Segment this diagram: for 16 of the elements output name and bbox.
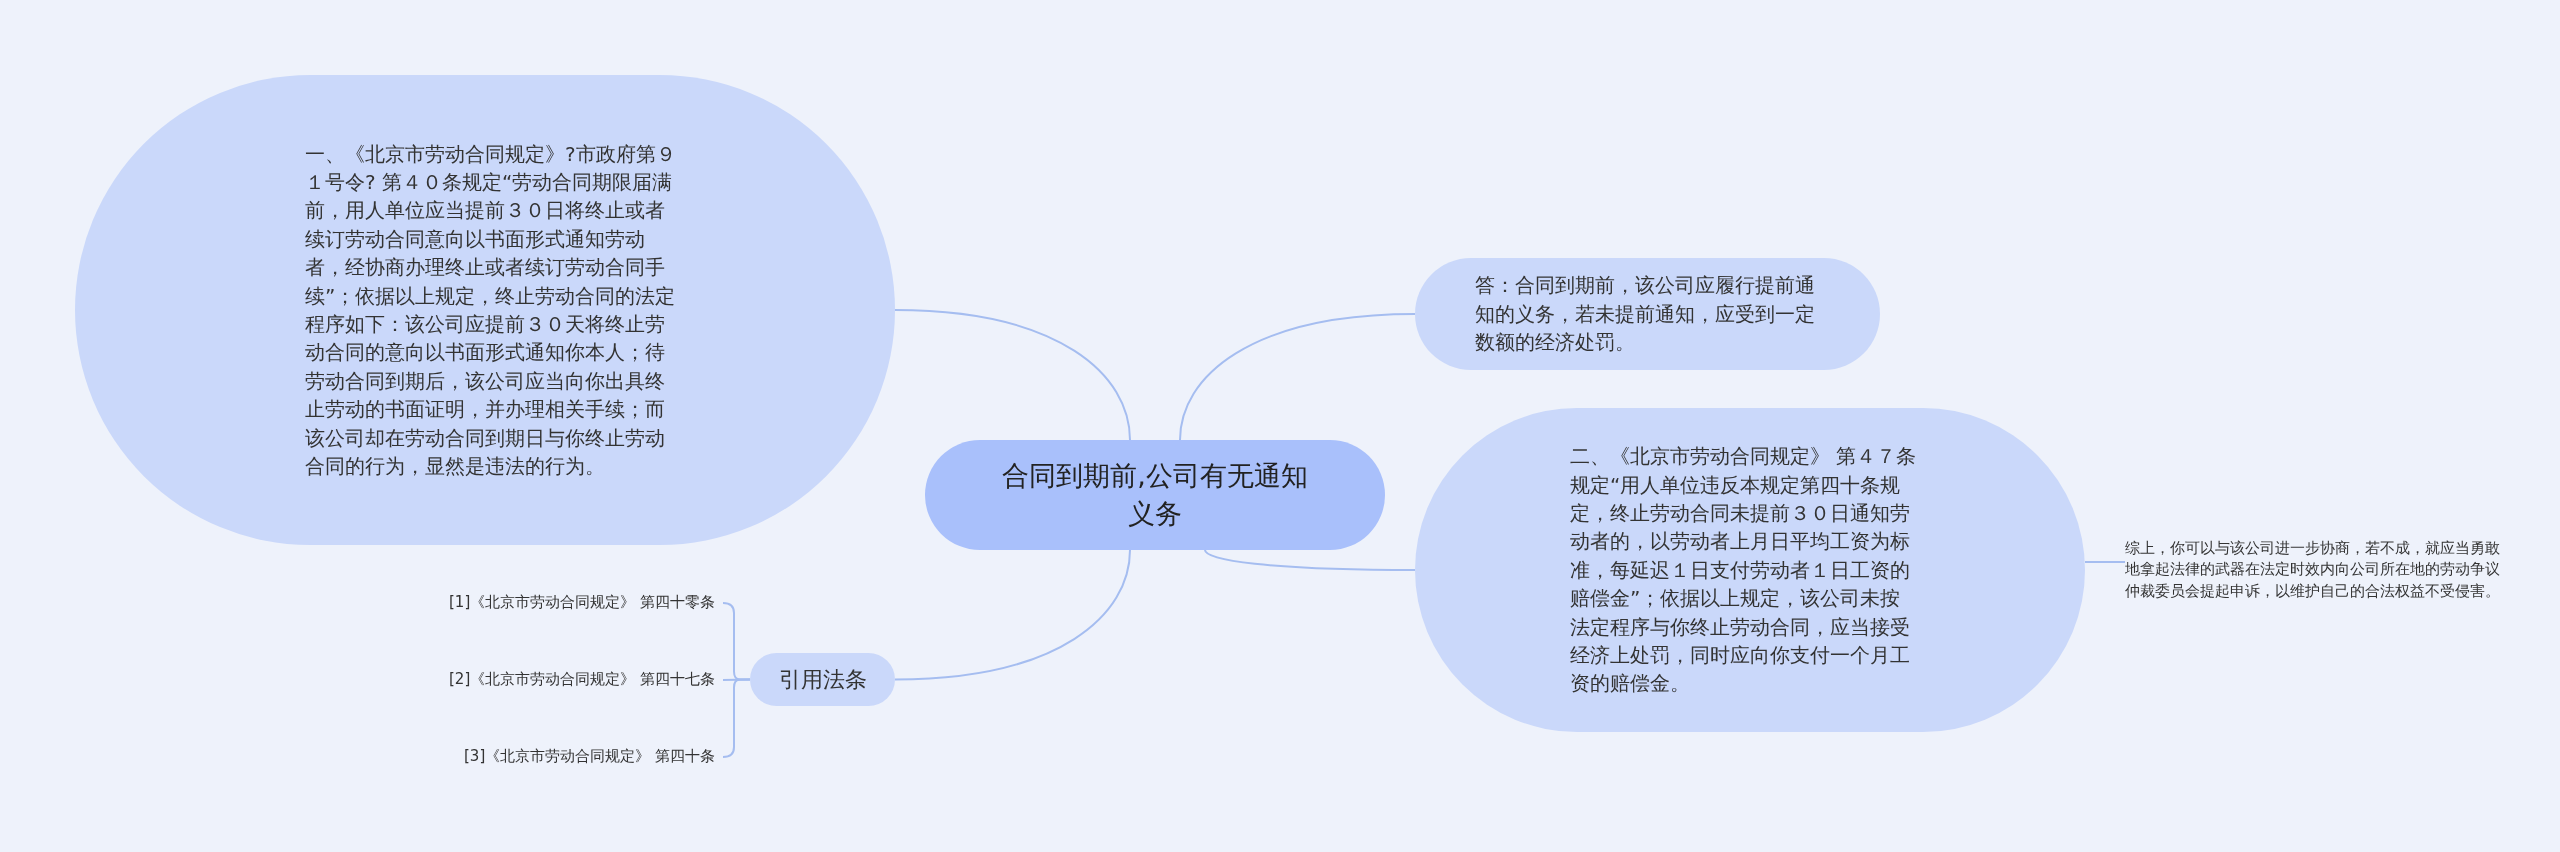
node-text: [1]《北京市劳动合同规定》 第四十零条 bbox=[449, 592, 715, 614]
connector-line bbox=[894, 309, 1131, 441]
node-text: 一、《北京市劳动合同规定》?市政府第９１号令? 第４０条规定“劳动合同期限届满前，用人单位应当提前３０日将终止或者续订劳动合同意向以书面形式通知劳动者，经协商办理终止或者续订劳动合同手续”；依据以上规定，终止劳动合同的法定程序如下：该公司应提前３０天将终止劳动合同的意向以书面形式通知你本人；待劳动合同到期后，该公司应当向你出具终止劳动的书面证明，并办理相关手续；而该公司却在劳动合同到期日与你终止劳动合同的行为，显然是违法的行为。 bbox=[305, 140, 677, 480]
connector-line bbox=[1179, 313, 1416, 441]
connector-line bbox=[894, 549, 1131, 681]
node-text: [3]《北京市劳动合同规定》 第四十条 bbox=[464, 746, 715, 768]
connector-line bbox=[1204, 549, 1416, 571]
node-text: 引用法条 bbox=[778, 665, 867, 694]
node-text: 综上，你可以与该公司进一步协商，若不成，就应当勇敢地拿起法律的武器在法定时效内向公司所在地的劳动争议仲裁委员会提起申诉，以维护自己的合法权益不受侵害。 bbox=[2125, 538, 2500, 602]
node-text: 二、《北京市劳动合同规定》 第４７条规定“用人单位违反本规定第四十条规定，终止劳动合同未提前３０日通知劳动者的，以劳动者上月日平均工资为标准，每延迟１日支付劳动者１日工资的赔偿金”；依据以上规定，该公司未按法定程序与你终止劳动合同，应当接受经济上处罚，同时应向你支付一个月工资的赔偿金。 bbox=[1570, 443, 1918, 698]
connector-line bbox=[722, 678, 751, 758]
node-text: [2]《北京市劳动合同规定》 第四十七条 bbox=[449, 669, 715, 691]
node-text: 合同到期前,公司有无通知义务 bbox=[1001, 458, 1309, 531]
branch-pill bbox=[750, 653, 895, 706]
node-text: 答：合同到期前，该公司应履行提前通知的义务，若未提前通知，应受到一定数额的经济处罚。 bbox=[1475, 272, 1816, 357]
connector-line bbox=[2084, 561, 2126, 563]
